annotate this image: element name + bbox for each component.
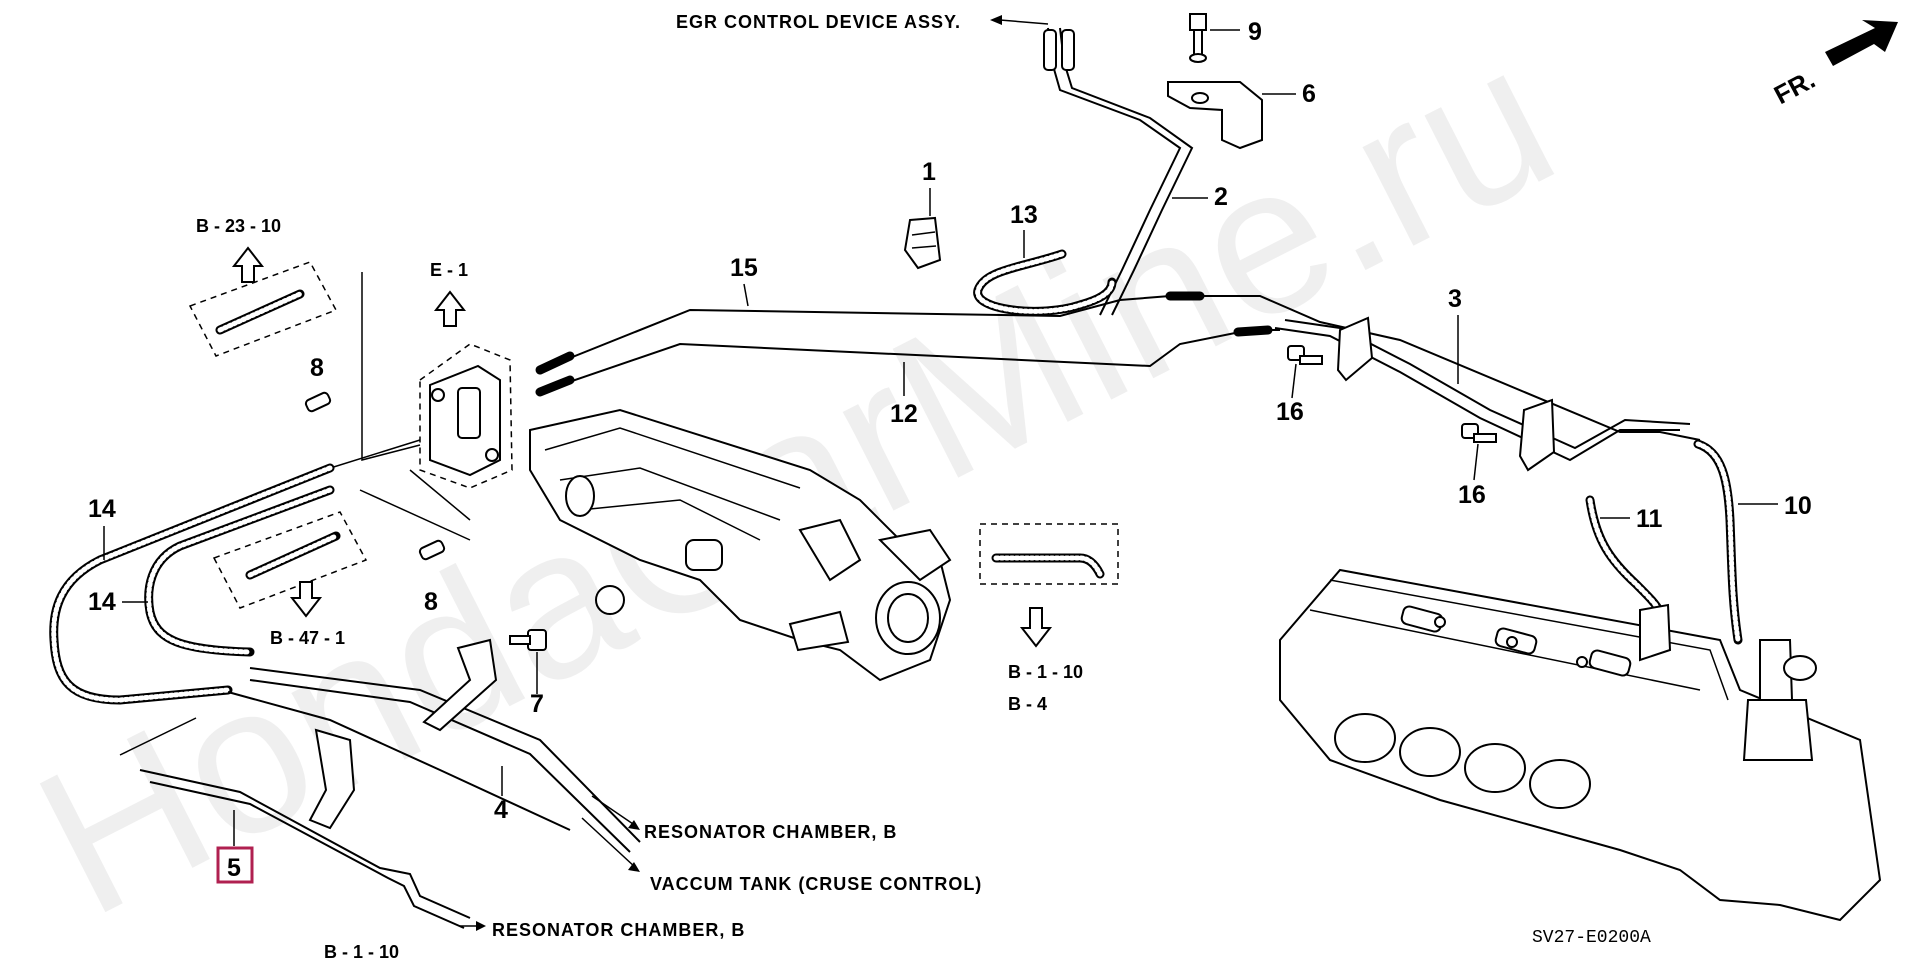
hose-box-b47-1 [212, 511, 368, 609]
hose-box-b1-10 [979, 523, 1119, 585]
part-number-6: 6 [1302, 80, 1316, 108]
intake-manifold [1279, 568, 1882, 922]
down-arrow-icon-b47-1 [289, 581, 323, 618]
clip-1 [903, 216, 942, 270]
bolt-9 [1189, 13, 1207, 63]
joint-8-upper [304, 391, 332, 413]
part-number-5: 5 [227, 854, 241, 882]
throttle-body [529, 408, 952, 682]
leader-lines [323, 272, 471, 541]
down-arrow-icon-b1-10 [1019, 607, 1053, 648]
hose-10 [1693, 439, 1743, 645]
reference-labels: B - 23 - 10 E - 1 B - 47 - 1 B - 1 - 10 … [196, 216, 1083, 959]
part-number-10: 10 [1784, 492, 1812, 520]
up-arrow-icon-e1 [433, 290, 467, 327]
hose-box-b23-10 [188, 261, 338, 357]
hose-14-outer [49, 463, 335, 705]
part-labels: 9 6 2 1 13 15 12 3 16 16 11 10 8 8 14 14… [88, 18, 1812, 884]
bolt-7 [509, 629, 547, 651]
note-resonator-chamber-1: RESONATOR CHAMBER, B [644, 822, 897, 842]
part-number-4: 4 [494, 796, 508, 824]
note-vacuum-tank: VACCUM TANK (CRUSE CONTROL) [650, 874, 982, 894]
pipe-4 [227, 638, 641, 853]
note-egr-control-device: EGR CONTROL DEVICE ASSY. [676, 12, 961, 32]
part-number-8a: 8 [310, 354, 324, 382]
ref-b4: B - 4 [1008, 694, 1047, 714]
hose-11 [1585, 495, 1665, 617]
hose-14-inner [144, 485, 335, 657]
pipe-5 [119, 717, 471, 929]
part-number-13: 13 [1010, 201, 1038, 229]
highlight-box-5 [216, 846, 254, 884]
ref-b23-10: B - 23 - 10 [196, 216, 281, 236]
pipe-15 [535, 291, 1701, 441]
bolt-16-lower [1461, 423, 1497, 443]
pipe-3 [1274, 316, 1691, 472]
purge-valve-bracket [419, 343, 513, 489]
pipe-12 [535, 325, 1280, 397]
part-number-14b: 14 [88, 588, 116, 616]
part-number-14a: 14 [88, 495, 116, 523]
part-number-3: 3 [1448, 285, 1462, 313]
note-resonator-chamber-2: RESONATOR CHAMBER, B [492, 920, 745, 940]
bracket-6 [1167, 81, 1263, 150]
part-number-7: 7 [530, 690, 544, 718]
part-number-2: 2 [1214, 183, 1228, 211]
ref-e1: E - 1 [430, 260, 468, 280]
part-number-15: 15 [730, 254, 758, 282]
note-arrows [460, 15, 1049, 931]
part-number-11: 11 [1636, 505, 1663, 533]
ref-b1-10-bottom: B - 1 - 10 [324, 942, 399, 959]
up-arrow-icon-b23-10 [231, 246, 265, 283]
egr-pipe-assembly [1043, 27, 1194, 316]
part-number-8b: 8 [424, 588, 438, 616]
hose-13 [973, 249, 1117, 316]
joint-8-lower [418, 539, 446, 561]
front-direction-indicator: FR. [1769, 20, 1898, 110]
ref-b47-1: B - 47 - 1 [270, 628, 345, 648]
part-number-1: 1 [922, 158, 936, 186]
part-number-9: 9 [1248, 18, 1262, 46]
part-number-16b: 16 [1458, 481, 1486, 509]
part-number-16a: 16 [1276, 398, 1304, 426]
front-direction-label: FR. [1769, 64, 1820, 110]
ref-b1-10-right: B - 1 - 10 [1008, 662, 1083, 682]
note-labels: EGR CONTROL DEVICE ASSY. RESONATOR CHAMB… [492, 12, 982, 940]
bolt-16-upper [1287, 345, 1323, 365]
front-arrow-icon [1825, 20, 1898, 66]
part-number-12: 12 [890, 400, 918, 428]
diagram-code: SV27-E0200A [1532, 928, 1651, 948]
